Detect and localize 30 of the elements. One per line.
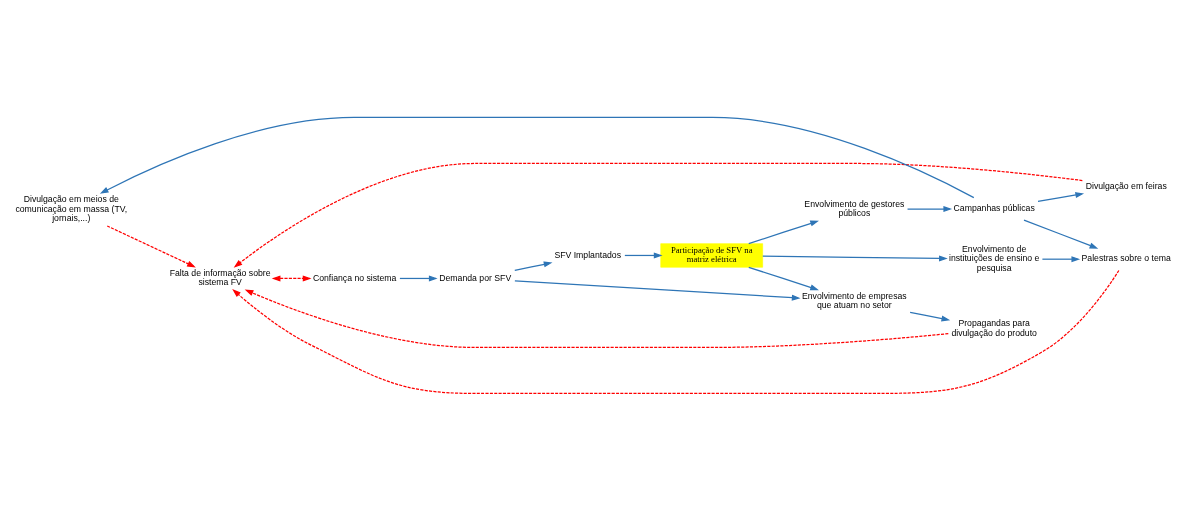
node-text: Demanda por SFV <box>439 272 512 283</box>
arrow <box>748 266 819 290</box>
arrow <box>106 224 196 267</box>
arrow <box>244 289 949 348</box>
node-text: Propagandas para divulgação do produto <box>951 317 1037 338</box>
arrow <box>748 220 819 244</box>
node-text: Divulgação em meios de comunicação em massa (TV, jornais,...) <box>15 193 128 223</box>
node-text: Palestras sobre o tema <box>1081 252 1171 263</box>
arrow <box>909 311 951 322</box>
arrow <box>514 279 801 301</box>
node-text: Envolvimento de gestores públicos <box>804 198 905 218</box>
arrow <box>514 260 553 271</box>
node-text: Divulgação em feiras <box>1085 180 1167 191</box>
arrow <box>1041 255 1081 262</box>
node-text: Confiança no sistema <box>312 272 397 283</box>
arrow <box>1037 191 1085 202</box>
node-text: Envolvimento de instituições de ensino e pesquisa <box>949 243 1040 273</box>
arrow <box>399 274 438 281</box>
arrow <box>99 116 975 198</box>
arrow <box>762 254 948 261</box>
node-text: SFV Implantados <box>554 249 622 260</box>
arrow <box>271 274 312 281</box>
node-text: Envolvimento de empresas que atuam no setor <box>801 290 907 310</box>
node-text: Falta de informação sobre sistema FV <box>169 267 271 287</box>
arrow <box>906 205 953 212</box>
node-text: Campanhas públicas <box>953 202 1035 213</box>
node-box: Participação de SFV na matriz elétrica <box>660 242 763 268</box>
arrow <box>624 251 663 258</box>
arrow <box>1023 218 1099 249</box>
arrow <box>232 269 1120 394</box>
